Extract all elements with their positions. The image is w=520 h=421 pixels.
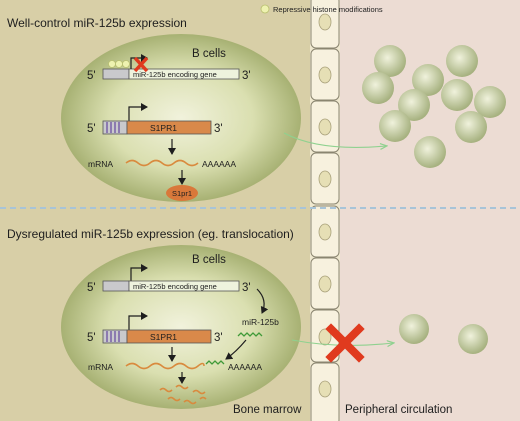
mirna-label: miR-125b [242, 317, 279, 327]
endothelial-barrier [310, 0, 340, 421]
bottom-panel-title: Dysregulated miR-125b expression (eg. tr… [7, 227, 294, 241]
five-prime-label: 5' [87, 332, 96, 344]
gene-box [128, 280, 240, 292]
circulating-b-cell [399, 314, 429, 344]
five-prime-label: 5' [87, 282, 96, 294]
histone-modification-icon [108, 60, 116, 68]
barrier-cell-nucleus [318, 380, 332, 398]
promoter-arrow [128, 103, 148, 121]
circulating-b-cell [362, 72, 394, 104]
gene-box [128, 68, 240, 80]
mir125b-gene-bottom: 5' miR-125b encoding gene 3' [87, 264, 251, 294]
histone-modification-icon [115, 60, 123, 68]
barrier-cell-nucleus [318, 13, 332, 31]
polya-tail: AAAAAA [228, 362, 262, 372]
mrna-strand [125, 159, 199, 167]
bone-marrow-label: Bone marrow [233, 404, 302, 416]
promoter-box [102, 68, 130, 80]
legend-label: Repressive histone modifications [273, 5, 383, 14]
mrna-strand [125, 362, 205, 370]
circulating-b-cell [455, 111, 487, 143]
histone-modification-icon [260, 4, 270, 14]
s1pr1-gene-bottom: 5' S1PR1 3' [87, 312, 223, 344]
gene-name: S1PR1 [150, 332, 177, 342]
three-prime-label: 3' [214, 123, 223, 135]
gene-name: miR-125b encoding gene [133, 282, 217, 291]
egress-arrow-top [283, 132, 386, 147]
circulating-b-cells-top [362, 45, 506, 168]
b-cell-label-top: B cells [192, 48, 226, 60]
circulating-b-cell [414, 136, 446, 168]
barrier-cell-nucleus [318, 66, 332, 84]
mrna-label: mRNA [88, 159, 113, 169]
three-prime-label: 3' [242, 282, 251, 294]
gene-box [126, 329, 212, 344]
b-cell-top [61, 34, 301, 202]
gene-name: S1PR1 [150, 123, 177, 133]
five-prime-label: 5' [87, 123, 96, 135]
mirna-processing-arrow [256, 288, 269, 314]
bound-mir125b [205, 360, 225, 365]
circulating-b-cell [379, 110, 411, 142]
s1pr1-protein [166, 185, 198, 201]
peripheral-circulation-region [338, 0, 520, 421]
b-cell-bottom [61, 245, 301, 409]
promoter-arrow [130, 264, 148, 281]
gene-box [126, 120, 212, 135]
protein-label: S1pr1 [172, 189, 192, 198]
mrna-label: mRNA [88, 362, 113, 372]
five-prime-label: 5' [87, 70, 96, 82]
circulating-b-cell [412, 64, 444, 96]
three-prime-label: 3' [214, 332, 223, 344]
three-prime-label: 3' [242, 70, 251, 82]
transcription-blocked-x-icon [133, 56, 149, 73]
promoter-box [102, 280, 130, 292]
histone-modification-icon [122, 60, 130, 68]
top-panel-title: Well-control miR-125b expression [7, 16, 187, 30]
promoter-arrow [128, 312, 148, 330]
polya-tail: AAAAAA [202, 159, 236, 169]
gene-name: miR-125b encoding gene [133, 70, 217, 79]
barrier-cell-nucleus [318, 328, 332, 346]
barrier-cell-nucleus [318, 275, 332, 293]
barrier-cell-nucleus [318, 170, 332, 188]
circulating-b-cell [374, 45, 406, 77]
promoter-arrow [130, 54, 148, 69]
circulating-b-cell [398, 89, 430, 121]
degraded-mrna-fragments [159, 384, 207, 405]
egress-blocked-x-icon [325, 323, 365, 363]
circulating-b-cell [446, 45, 478, 77]
peripheral-circulation-label: Peripheral circulation [345, 404, 452, 416]
barrier-cell-nucleus [318, 223, 332, 241]
s1pr1-gene-top: 5' S1PR1 3' [87, 103, 223, 135]
circulating-b-cell [474, 86, 506, 118]
circulating-b-cell [441, 79, 473, 111]
mir125b-hairpin [237, 332, 263, 337]
legend: Repressive histone modifications [260, 4, 383, 14]
mir125b-gene-top: 5' miR-125b encoding gene 3' [87, 54, 251, 82]
mirna-binding-arrow [225, 339, 247, 360]
circulating-b-cell [458, 324, 488, 354]
b-cell-label-bottom: B cells [192, 254, 226, 266]
circulating-b-cells-bottom [399, 314, 488, 354]
barrier-cell-nucleus [318, 118, 332, 136]
